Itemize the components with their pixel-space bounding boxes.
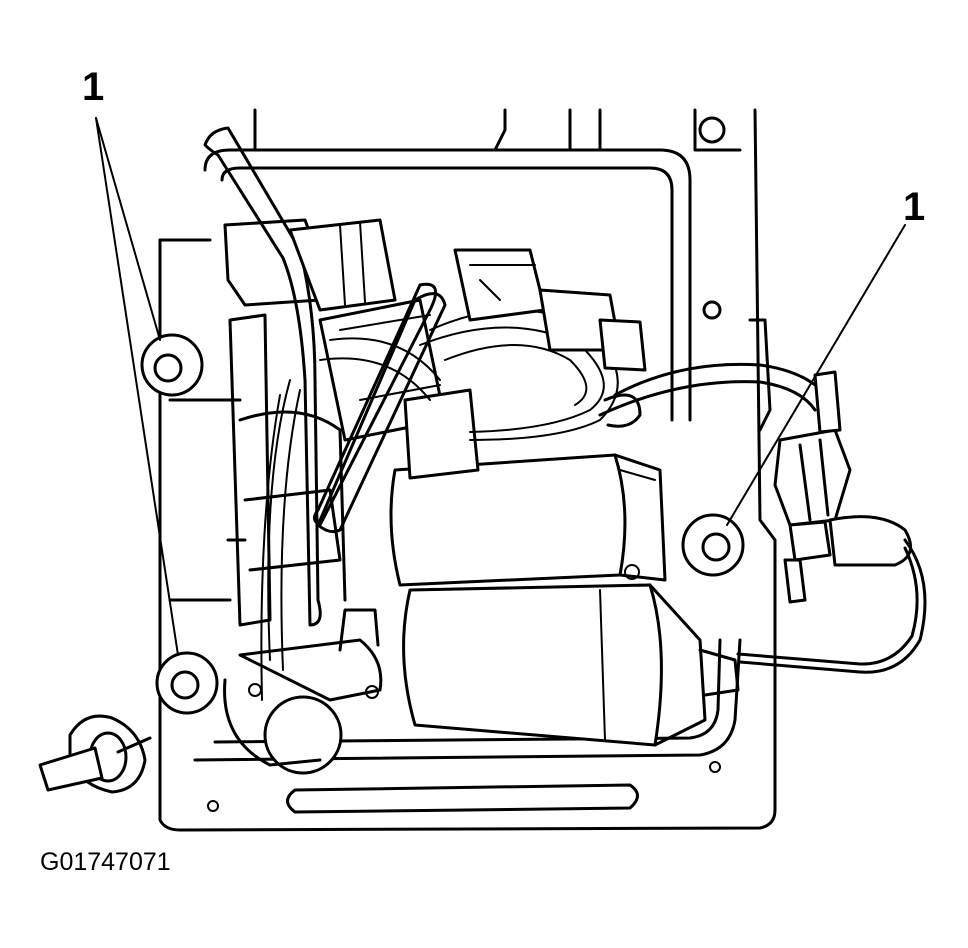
right-connector [748,318,852,604]
exhaust-solenoid [223,608,383,775]
callout-label-left: 1 [82,65,104,109]
mounting-bracket [158,108,777,832]
compressor-cylinder-upper [389,453,667,587]
bolt-right [681,513,745,577]
compressor-cylinder-lower [402,583,740,747]
bolt-upper-left [140,333,204,397]
callout-label-right: 1 [903,185,925,229]
air-hose [203,126,322,701]
wiring-harness [288,218,832,534]
grommet-pigtail [38,714,152,794]
figure-id: G01747071 [40,848,171,876]
temperature-sensor [736,515,927,674]
leader-lines [95,117,906,656]
bolt-lower-left [155,651,219,715]
